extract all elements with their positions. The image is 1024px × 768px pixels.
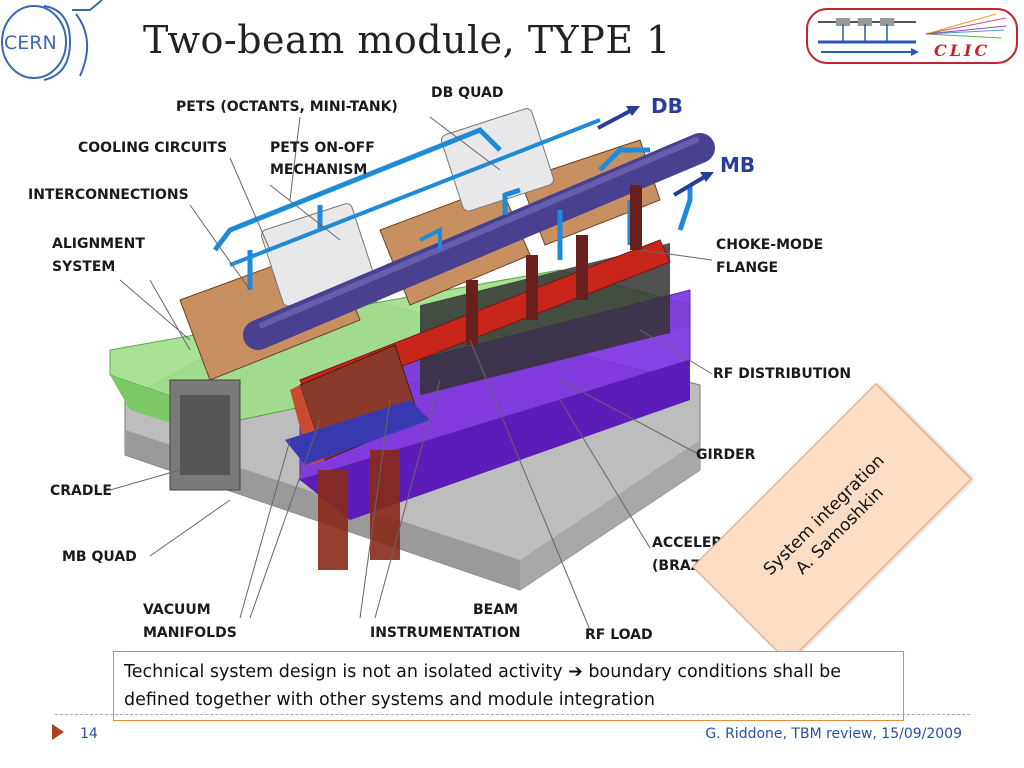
callout-text-before: Technical system design is not an isolat… bbox=[124, 662, 563, 682]
label-vacuum-line1: VACUUM bbox=[143, 602, 211, 618]
label-mb: MB bbox=[720, 153, 756, 177]
footer-citation: G. Riddone, TBM review, 15/09/2009 bbox=[705, 726, 962, 742]
label-cradle: CRADLE bbox=[50, 483, 112, 499]
cern-logo-text: CERN bbox=[4, 32, 57, 54]
label-mb-quad: MB QUAD bbox=[62, 549, 137, 565]
label-pets-octants: PETS (OCTANTS, MINI-TANK) bbox=[176, 99, 398, 115]
label-alignment-line1: ALIGNMENT bbox=[52, 236, 145, 252]
label-interconnections: INTERCONNECTIONS bbox=[28, 187, 189, 203]
clic-logo-text: CLIC bbox=[934, 41, 990, 60]
label-cooling-circuits: COOLING CIRCUITS bbox=[78, 140, 228, 156]
label-pets-onoff-line1: PETS ON-OFF bbox=[270, 140, 375, 156]
label-beam-line2: INSTRUMENTATION bbox=[370, 625, 521, 641]
label-choke-line2: FLANGE bbox=[716, 260, 779, 276]
label-db-quad: DB QUAD bbox=[431, 85, 504, 101]
label-db: DB bbox=[651, 94, 683, 118]
label-rf-distribution: RF DISTRIBUTION bbox=[713, 366, 852, 382]
label-vacuum-line2: MANIFOLDS bbox=[143, 625, 237, 641]
cern-logo: CERN bbox=[1, 0, 103, 81]
callout-box: Technical system design is not an isolat… bbox=[113, 651, 904, 721]
label-girder: GIRDER bbox=[696, 447, 756, 463]
label-pets-onoff-line2: MECHANISM bbox=[270, 162, 368, 178]
clic-logo: CLIC bbox=[806, 8, 1018, 64]
label-rf-load: RF LOAD bbox=[585, 627, 653, 643]
label-choke-line1: CHOKE-MODE bbox=[716, 237, 824, 253]
page-marker-icon bbox=[52, 724, 64, 740]
footer-divider bbox=[55, 714, 970, 715]
slide-title: Two-beam module, TYPE 1 bbox=[143, 18, 671, 62]
callout-text-after: boundary conditions shall be defined tog… bbox=[124, 662, 842, 710]
page-number: 14 bbox=[80, 726, 98, 742]
two-beam-module-illustration bbox=[109, 106, 715, 631]
label-alignment-line2: SYSTEM bbox=[52, 259, 116, 275]
label-beam-line1: BEAM bbox=[473, 602, 519, 618]
arrow-icon: ➔ bbox=[568, 662, 583, 682]
